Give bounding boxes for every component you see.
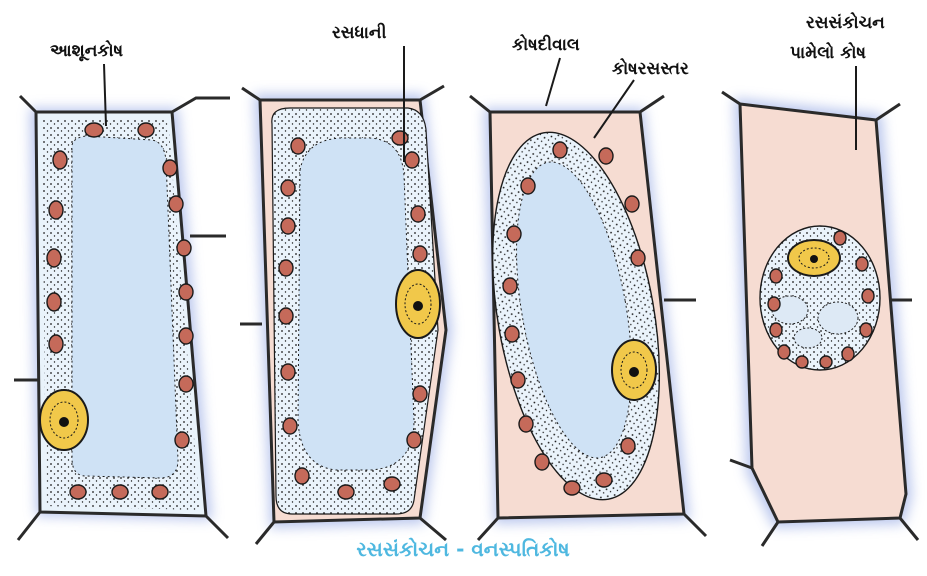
chloroplast — [521, 178, 535, 194]
chloroplast — [279, 260, 293, 276]
label-chloroplast: આશૂનકોષ — [50, 39, 124, 61]
chloroplast — [770, 323, 782, 337]
chloroplast — [175, 432, 189, 448]
chloroplast — [625, 196, 639, 212]
chloroplast — [411, 206, 425, 222]
chloroplast — [281, 218, 295, 234]
chloroplast — [834, 231, 846, 245]
chloroplast — [768, 297, 780, 311]
chloroplast — [392, 131, 408, 145]
chloroplast — [820, 356, 832, 368]
chloroplast — [53, 151, 67, 169]
chloroplast — [281, 180, 295, 196]
chloroplast — [405, 152, 419, 168]
cell-4-plasmolysed — [722, 92, 918, 546]
label-vacuole: રસધાની — [332, 22, 387, 43]
cell-3-advanced — [467, 96, 706, 540]
chloroplast — [279, 308, 293, 324]
chloroplast — [631, 250, 645, 266]
chloroplast — [47, 249, 61, 267]
chloroplast — [842, 347, 854, 361]
chloroplast — [796, 356, 808, 368]
chloroplast — [599, 148, 613, 164]
chloroplast — [535, 454, 549, 470]
chloroplast — [169, 196, 183, 212]
chloroplast — [112, 485, 128, 499]
chloroplast — [384, 477, 400, 491]
cell-2-nucleus — [396, 270, 440, 338]
chloroplast — [413, 246, 427, 262]
chloroplast — [152, 485, 168, 499]
chloroplast — [564, 481, 580, 495]
chloroplast — [856, 257, 868, 271]
chloroplast — [778, 345, 790, 359]
chloroplast — [179, 328, 193, 344]
diagram-caption: રસસંકોચન - વનસ્પતિકોષ — [356, 537, 569, 561]
cell-1-normal — [14, 96, 230, 540]
label-cell-wall: કોષદીવાલ — [512, 33, 580, 55]
chloroplast — [179, 376, 193, 392]
chloroplast — [507, 226, 521, 242]
chloroplast — [621, 438, 635, 454]
chloroplast — [70, 485, 86, 499]
chloroplast — [85, 123, 103, 137]
label-plasmolysed-line1: રસસંકોચન — [806, 11, 885, 33]
chloroplast — [860, 323, 872, 337]
chloroplast — [553, 142, 567, 158]
chloroplast — [511, 372, 525, 388]
chloroplast — [47, 293, 61, 311]
chloroplast — [770, 269, 782, 283]
chloroplast — [177, 240, 191, 256]
chloroplast — [505, 326, 519, 342]
label-cell-membrane: કોષરસસ્તર — [612, 57, 689, 79]
label-plasmolysed-line2: પામેલો કોષ — [790, 41, 866, 63]
leader-cell-wall — [546, 58, 560, 106]
chloroplast — [295, 468, 309, 484]
chloroplast — [503, 278, 517, 294]
chloroplast — [281, 364, 295, 380]
cell-1-nucleus — [40, 390, 88, 450]
chloroplast — [163, 160, 177, 176]
chloroplast — [338, 485, 354, 499]
chloroplast — [291, 138, 305, 154]
cell-4-nucleus — [788, 240, 840, 276]
chloroplast — [862, 289, 874, 303]
cell-3-nucleus — [612, 340, 656, 400]
chloroplast — [407, 432, 421, 448]
chloroplast — [283, 418, 297, 434]
cell-2-early — [240, 86, 452, 544]
chloroplast — [138, 123, 154, 137]
chloroplast — [413, 386, 427, 402]
chloroplast — [179, 284, 193, 300]
chloroplast — [519, 416, 533, 432]
chloroplast — [49, 201, 63, 219]
chloroplast — [596, 473, 612, 487]
chloroplast — [49, 335, 63, 353]
